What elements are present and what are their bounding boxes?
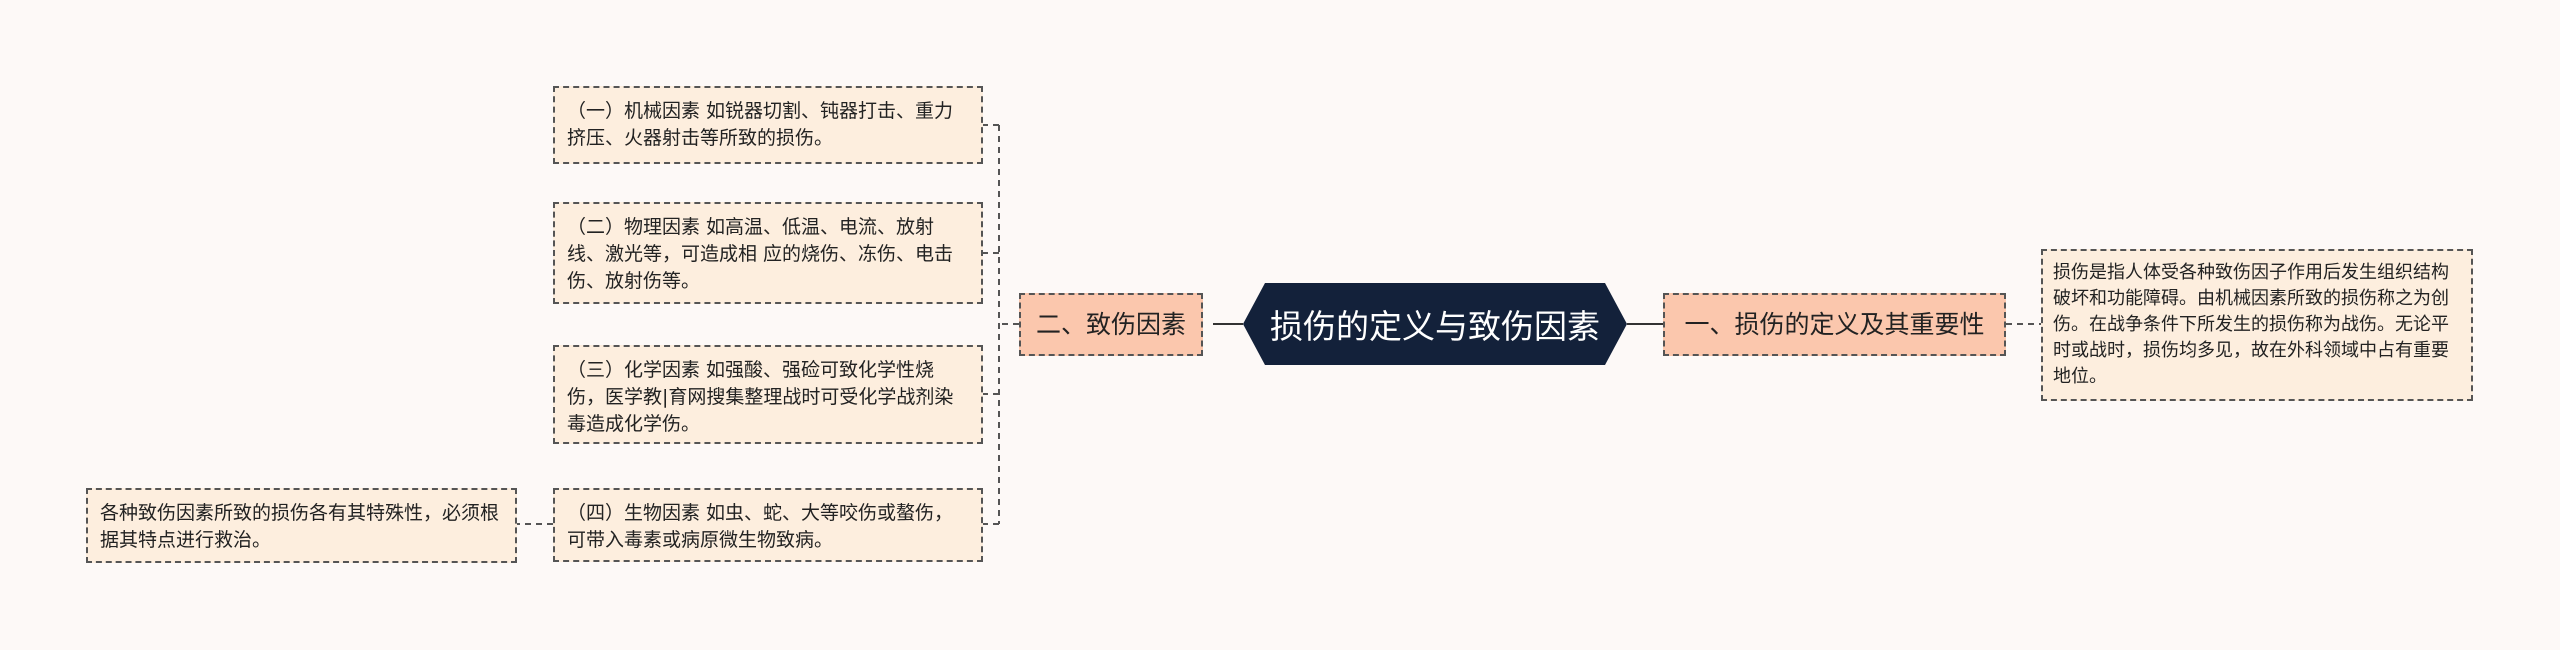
node-text: （四）生物因素 如虫、蛇、大等咬伤或螯伤，可带入毒素或病原微生物致病。 [567, 502, 954, 551]
node-text: （三）化学因素 如强酸、强硷可致化学性烧伤，医学教|育网搜集整理战时可受化学战剂… [567, 359, 954, 435]
injury-definition-node[interactable]: 损伤是指人体受各种致伤因子作用后发生组织结构破坏和功能障碍。由机械因素所致的损伤… [2041, 249, 2473, 401]
branch-label: 二、致伤因素 [1035, 310, 1186, 339]
node-text: 损伤是指人体受各种致伤因子作用后发生组织结构破坏和功能障碍。由机械因素所致的损伤… [2053, 262, 2449, 387]
injury-definition-branch[interactable]: 一、损伤的定义及其重要性 [1663, 293, 2006, 356]
branch-label: 一、损伤的定义及其重要性 [1684, 310, 1985, 339]
physical-factor-node[interactable]: （二）物理因素 如高温、低温、电流、放射线、激光等，可造成相 应的烧伤、冻伤、电… [553, 202, 983, 304]
treatment-note-node[interactable]: 各种致伤因素所致的损伤各有其特殊性，必须根据其特点进行救治。 [86, 488, 517, 563]
biological-factor-node[interactable]: （四）生物因素 如虫、蛇、大等咬伤或螯伤，可带入毒素或病原微生物致病。 [553, 488, 983, 562]
chemical-factor-node[interactable]: （三）化学因素 如强酸、强硷可致化学性烧伤，医学教|育网搜集整理战时可受化学战剂… [553, 345, 983, 444]
root-title: 损伤的定义与致伤因素 [1270, 307, 1600, 346]
mechanical-factor-node[interactable]: （一）机械因素 如锐器切割、钝器打击、重力挤压、火器射击等所致的损伤。 [553, 86, 983, 164]
node-text: （二）物理因素 如高温、低温、电流、放射线、激光等，可造成相 应的烧伤、冻伤、电… [567, 216, 954, 292]
injury-factors-branch[interactable]: 二、致伤因素 [1019, 293, 1203, 356]
node-text: （一）机械因素 如锐器切割、钝器打击、重力挤压、火器射击等所致的损伤。 [567, 100, 954, 149]
root-topic[interactable]: 损伤的定义与致伤因素 [1243, 283, 1627, 365]
node-text: 各种致伤因素所致的损伤各有其特殊性，必须根据其特点进行救治。 [100, 502, 500, 551]
